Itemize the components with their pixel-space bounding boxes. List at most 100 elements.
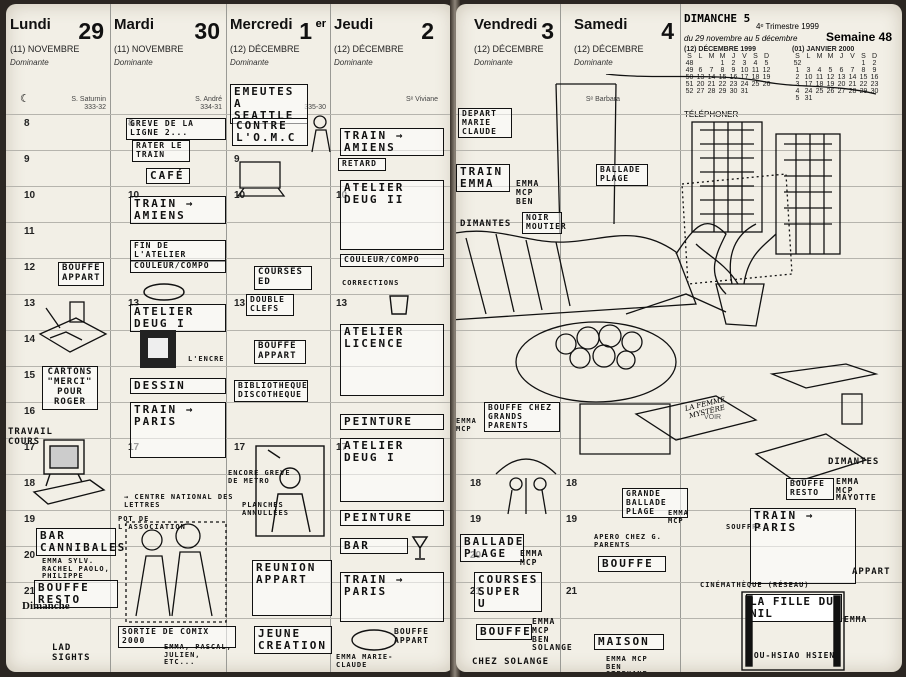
note-chez-solange: CHEZ SOLANGE — [472, 657, 550, 667]
cal-cell: 3 — [742, 60, 747, 67]
note-double-clefs: DOUBLE CLEFS — [246, 294, 294, 316]
note-emma-mcp-sam: EMMA MCP — [668, 509, 689, 525]
note-depart-marie-claude: DEPART MARIE CLAUDE — [458, 108, 512, 139]
hour-label: 20 — [24, 550, 36, 561]
hour-label: 17 — [234, 442, 246, 453]
cal-cell: 17 — [740, 74, 749, 81]
column-vendredi: Vendredi 3 (12) DÉCEMBRE Dominante — [456, 4, 561, 672]
note-encre: L'ENCRE — [188, 355, 225, 363]
footer-dimanche: Dimanche — [22, 600, 70, 612]
hour-line — [6, 330, 454, 331]
cal-cell: 30 — [870, 88, 879, 95]
hour-line — [6, 402, 454, 403]
cal-cell: 27 — [696, 88, 705, 95]
note-peinture-2: PEINTURE — [340, 510, 444, 527]
hour-line — [6, 546, 454, 547]
note-ballade-plage-ven: BALLADE PLAGE — [460, 534, 524, 563]
cal-cell: 13 — [696, 74, 705, 81]
note-emma-marie-claude: EMMA MARIE-CLAUDE — [336, 653, 394, 669]
note-jeune-creation: JEUNE CREATION — [254, 626, 332, 655]
note-emma-mcp-ben: EMMA MCP BEN — [516, 179, 540, 206]
hour-line — [456, 474, 902, 475]
hour-label: 13 — [24, 298, 36, 309]
column-mardi: Mardi 30 (11) NOVEMBRE Dominante S. Andr… — [110, 4, 227, 672]
note-bouffe-resto: BOUFFE RESTO — [34, 580, 118, 609]
note-bouffe-appart-jeu: BOUFFE APPART — [394, 627, 429, 645]
column-jeudi: Jeudi 2 (12) DÉCEMBRE Dominante Sᵉ Vivia… — [330, 4, 454, 672]
note-train-amiens-jeu: TRAIN → AMIENS — [340, 128, 444, 157]
note-cinematheque: CINÉMATHÈQUE (RÉSEAU) — [700, 581, 810, 589]
hour-line — [456, 330, 902, 331]
sketch-figure-icon — [306, 114, 336, 154]
column-mercredi: Mercredi 1 er (12) DÉCEMBRE Dominante 33… — [226, 4, 331, 672]
cal-cell: 17 — [804, 81, 813, 88]
saint-name: S. André — [195, 96, 222, 103]
hour-line — [6, 474, 454, 475]
hour-line — [6, 366, 454, 367]
note-director: HOU-HSIAO HSIEN — [748, 651, 836, 660]
note-bouffe-sam: BOUFFE — [598, 556, 666, 573]
voir-label: VOIR — [704, 414, 722, 421]
hour-line — [456, 222, 902, 223]
cal-cell: 1 — [861, 60, 866, 67]
sketch-plate-icon — [350, 624, 400, 654]
hour-line — [456, 546, 902, 547]
note-dimantes-dim: DIMANTES — [828, 457, 880, 467]
cal-cell: 51 — [685, 81, 694, 88]
hour-label: 17 — [24, 442, 36, 453]
note-bouffe-grands-parents: BOUFFE CHEZ GRANDS PARENTS — [484, 402, 560, 433]
note-reunion-appart: REUNION APPART — [252, 560, 332, 616]
cal-cell: 23 — [729, 81, 738, 88]
day-number: 1 — [299, 18, 312, 44]
note-ballade-plage-sam: BALLADE PLAGE — [596, 164, 648, 186]
cal-cell: 1 — [795, 67, 800, 74]
note-courses-ed: COURSES ED — [254, 266, 312, 290]
hour-label: 21 — [566, 586, 578, 597]
hour-line — [6, 222, 454, 223]
note-souffre: SOUFFRE — [726, 523, 763, 531]
cal-cell: 25 — [815, 88, 824, 95]
cal-head: L — [698, 53, 703, 60]
dominante-label: Dominante — [114, 58, 153, 67]
hour-line — [456, 582, 902, 583]
year-day: 335-30 — [304, 104, 326, 111]
cal-cell: 10 — [740, 67, 749, 74]
note-grande-ballade: GRANDE BALLADE PLAGE — [622, 488, 688, 519]
note-appart-dim: APPART — [852, 567, 891, 577]
note-bouffe-appart: BOUFFE APPART — [58, 262, 104, 286]
cal-cell: 28 — [707, 88, 716, 95]
cal-cell: 4 — [753, 60, 758, 67]
mini-calendar-title: (12) DÉCEMBRE 1999 — [684, 46, 756, 53]
hour-line — [6, 294, 454, 295]
day-number-suffix: er — [315, 18, 326, 30]
cal-cell: 15 — [859, 74, 868, 81]
cal-cell: 31 — [740, 88, 749, 95]
note-centre-national: → CENTRE NATIONAL DES LETTRES — [124, 493, 234, 509]
note-corrections: CORRECTIONS — [342, 279, 400, 287]
cal-cell: 22 — [859, 81, 868, 88]
note-train-paris: TRAIN → PARIS — [130, 402, 226, 458]
note-emma-mcp-dim: EMMA MCP — [836, 477, 860, 495]
cal-cell: 9 — [731, 67, 736, 74]
cal-head: S — [687, 53, 692, 60]
hour-line — [6, 618, 454, 619]
cal-head: J — [839, 53, 844, 60]
cal-head: J — [731, 53, 736, 60]
note-atelier-licence: ATELIER LICENCE — [340, 324, 444, 396]
day-number: 29 — [78, 18, 104, 44]
cal-cell: 52 — [685, 88, 694, 95]
hour-label: 13 — [128, 298, 139, 309]
note-mayotte: MAYOTTE — [836, 493, 877, 502]
day-name: Mercredi — [230, 16, 293, 33]
cal-cell: 21 — [848, 81, 857, 88]
cal-cell: 20 — [837, 81, 846, 88]
note-rater-train: RATER LE TRAIN — [132, 140, 190, 162]
note-train-emma: TRAIN EMMA — [456, 164, 510, 193]
hour-line — [456, 186, 902, 187]
note-courses-super-u: COURSES SUPER U — [474, 572, 542, 613]
